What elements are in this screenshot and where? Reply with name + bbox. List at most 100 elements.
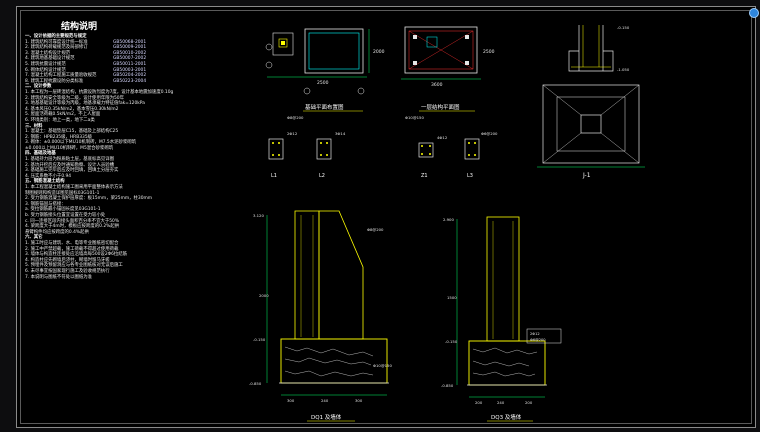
notes-standard-code: GB50204-2002	[113, 73, 147, 79]
notes-line: 2. 基坑开挖后应及时通知勘察、设计人员验槽	[25, 163, 233, 169]
plan2-diag2	[408, 30, 474, 70]
notes-line: 4. 基本风压0.35kN/m2，基本雪压0.30kN/m2	[25, 107, 233, 113]
notes-line: 制图规则和构造详图见国标03G101-1	[25, 191, 233, 197]
notes-line-text: 悬臂构件均应按跨度的0.4%起拱	[25, 229, 89, 235]
notes-line: 6. 未尽事宜按国家现行施工及验收规范执行	[25, 269, 233, 275]
notes-line-text: 2. 钢筋：HPB235级，HRB335级	[25, 134, 93, 140]
member-sections: L1 L2 Z1 L3 2Φ12 3Φ14	[268, 131, 498, 179]
dq1-stem-left	[294, 210, 320, 340]
notes-line-text: 8. 建筑工程抗震设防分类标准	[25, 78, 84, 84]
sec-rebar-2: 3Φ14	[335, 131, 346, 136]
rebar-dot	[326, 154, 328, 156]
dq1-section: 3.120 -0.150 -0.850 300 240 300 2000 Φ8@…	[249, 210, 392, 422]
notes-line-text: 1. 建筑结构可靠度设计统一标准	[25, 39, 88, 45]
j1-plan-diag1	[542, 84, 582, 116]
label-z1: Z1	[421, 173, 428, 179]
notes-section-heading: 四、基础及地基	[25, 151, 233, 157]
j1-plan-diag4	[600, 132, 640, 164]
plan2-col1	[413, 35, 417, 39]
notes-line-text: 5. 建筑抗震设计规范	[25, 61, 66, 67]
plan1-outline	[304, 28, 364, 74]
notes-section-heading: 三、材料	[25, 124, 233, 130]
notes-title: 结构说明	[61, 22, 98, 32]
notes-standard-code: GB50007-2002	[113, 56, 147, 62]
dq3-height: 1500	[447, 295, 457, 300]
j1-elev-bot: -1.050	[617, 67, 630, 72]
label-l2: L2	[319, 173, 325, 179]
dq3-dim-b: 240	[497, 400, 505, 405]
rebar-dot	[272, 154, 274, 156]
notes-line: 6. 环境类别：地上一类，地下二a类	[25, 118, 233, 124]
sec-rebar-4: Φ6@200	[481, 131, 498, 136]
sec-rebar-1: 2Φ12	[287, 131, 298, 136]
notes-line-text: 3. 砌体：±0.000以下MU10机制砖，M7.5水泥砂浆砌筑	[25, 140, 137, 146]
notes-line: 3. 钢筋锚固与搭接：	[25, 202, 233, 208]
notes-line: 1. 基础持力层为粉质粘土层，基底标高见详图	[25, 157, 233, 163]
notes-line-text: 2. 施工中严禁超载，施工荷载不得超过使用荷载	[25, 246, 119, 252]
dq1-rubble-hatch	[284, 346, 374, 377]
notes-line-text: 六、其它	[25, 235, 43, 241]
dq1-footing	[280, 338, 388, 384]
notes-line-text: 2. 建筑结构安全等级为二级，设计使用年限为50年	[25, 95, 124, 101]
plan1-axis-1	[303, 87, 311, 95]
notes-line-text: 二、设计参数	[25, 84, 52, 90]
notes-line: 1. 混凝土：基础垫层C15，基础及上部结构C25	[25, 129, 233, 135]
notes-section-heading: 一、设计依据的主要规范与规定	[25, 34, 233, 40]
j1-detail: -0.150 -1.050 J-1	[537, 25, 645, 179]
dq3-section: 2.900 -0.150 -0.850 1500 200 240 200 2Φ1…	[441, 216, 562, 422]
dq1-dim-b: 240	[321, 398, 329, 403]
plan2-col3	[413, 61, 417, 65]
section-z1	[418, 142, 434, 158]
notes-standard-code: GB50223-2004	[113, 78, 147, 84]
dq1-title: DQ1 及墙体	[311, 413, 342, 421]
notes-line: a. 受拉钢筋最小锚固长度见03G101-1	[25, 207, 233, 213]
j1-footing-profile	[568, 50, 614, 72]
foundation-plan: 2500 2000 基础平面布置图 Φ8@200	[265, 28, 385, 120]
label-l3: L3	[467, 173, 473, 179]
dq1-stem-sloped	[318, 210, 364, 340]
rebar-dot	[272, 142, 274, 144]
notes-line: 1. 本工程为一层砖混结构，抗震设防烈度为7度，设计基本地震加速度0.10g	[25, 90, 233, 96]
notes-line: 3. 砌体：±0.000以下MU10机制砖，M7.5水泥砂浆砌筑	[25, 140, 233, 146]
notes-line-text: 6. 未尽事宜按国家现行施工及验收规范执行	[25, 268, 110, 274]
rebar-dot	[468, 154, 470, 156]
dq1-dim-c: 300	[355, 398, 363, 403]
notes-line: 2. 建筑结构安全等级为二级，设计使用年限为50年	[25, 96, 233, 102]
rebar-dot	[320, 142, 322, 144]
notes-line: 3. 墙体与构造柱连接处应沿墙高每500设2Φ6拉结筋	[25, 252, 233, 258]
floating-action-icon[interactable]	[750, 9, 758, 17]
rebar-dot	[429, 153, 431, 155]
notes-line: c. 同一连接区段内接头面积百分率不宜大于50%	[25, 219, 233, 225]
rebar-dot	[474, 154, 476, 156]
j1-plan-diag3	[542, 132, 582, 164]
notes-section-heading: 二、设计参数	[25, 84, 233, 90]
plan1-note: Φ8@200	[287, 115, 304, 120]
notes-line-text: 3. 钢筋锚固与搭接：	[25, 201, 66, 207]
notes-line: 5. 预埋件及预留洞应与各专业图纸核对无误后施工	[25, 263, 233, 269]
dq1-dim-a: 300	[287, 398, 295, 403]
notes-line: 4. 梁跨度大于4m时，模板应按跨度的0.2%起拱	[25, 224, 233, 230]
notes-line-text: 四、基础及地基	[25, 151, 56, 157]
notes-standard-code: GB50011-2001	[113, 61, 147, 67]
notes-line: ±0.000以上MU10机制砖，M5混合砂浆砌筑	[25, 146, 233, 152]
dq3-rubble-hatch	[472, 347, 538, 377]
plan2-dim-v: 2500	[483, 49, 495, 55]
notes-line: 2. 受力钢筋混凝土保护层厚度：板15mm，梁25mm，柱30mm	[25, 196, 233, 202]
plan2-col4	[465, 61, 469, 65]
dq1-elev-bot: -0.850	[249, 381, 262, 386]
notes-line-text: ±0.000以上MU10机制砖，M5混合砂浆砌筑	[25, 145, 114, 151]
rebar-dot	[278, 154, 280, 156]
section-l1	[268, 138, 284, 160]
notes-line-text: 7. 本说明与图纸不符处以图纸为准	[25, 274, 93, 280]
notes-standard-code: GB50009-2001	[113, 45, 147, 51]
plan1-axis-2	[357, 87, 365, 95]
notes-section-heading: 五、钢筋混凝土结构	[25, 179, 233, 185]
plan1-pier-core	[278, 38, 288, 48]
